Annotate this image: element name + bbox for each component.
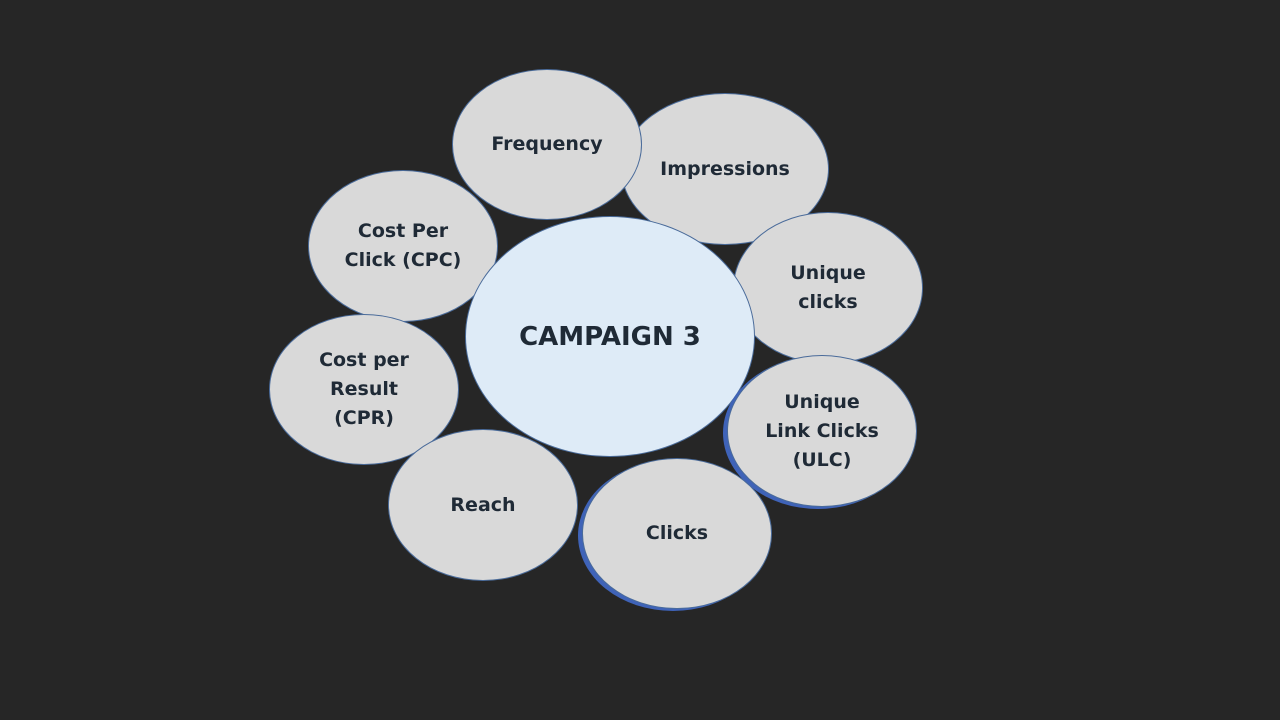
center-node-campaign: CAMPAIGN 3	[465, 216, 755, 457]
node-unique-clicks: Unique clicks	[733, 212, 923, 364]
node-label: Cost Per Click (CPC)	[344, 220, 462, 271]
node-label: Clicks	[645, 522, 709, 544]
node-label: Impressions	[660, 157, 790, 180]
node-label: Unique Link Clicks (ULC)	[765, 390, 879, 471]
node-label: Unique clicks	[790, 262, 866, 313]
node-label: Cost per Result (CPR)	[319, 349, 409, 429]
center-label: CAMPAIGN 3	[519, 321, 701, 352]
node-label: Frequency	[491, 133, 603, 155]
node-label: Reach	[450, 493, 516, 516]
node-frequency: Frequency	[452, 69, 642, 220]
node-cost-per-result: Cost per Result (CPR)	[269, 314, 459, 465]
node-unique-link-clicks: Unique Link Clicks (ULC)	[727, 355, 917, 507]
node-reach: Reach	[388, 429, 578, 581]
node-cost-per-click: Cost Per Click (CPC)	[308, 170, 498, 322]
node-clicks: Clicks	[582, 458, 772, 609]
